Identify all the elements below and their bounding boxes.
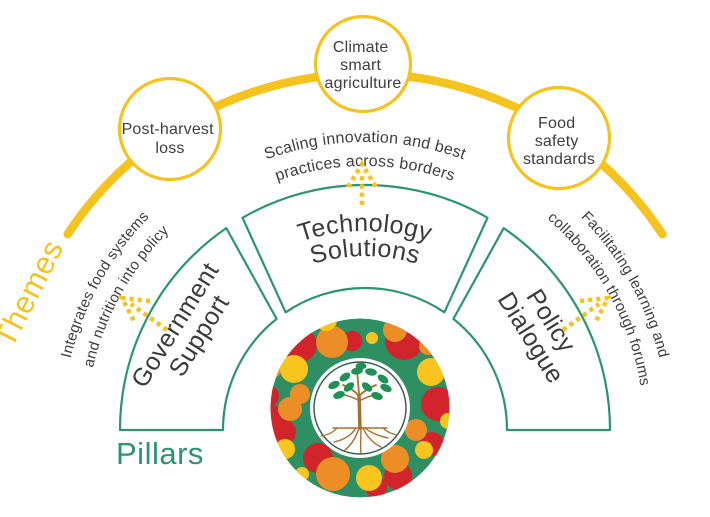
theme-circle-label: Food safety standards [523, 115, 595, 168]
logo-inner-ring [313, 361, 407, 455]
pillars-title: Pillars [116, 436, 204, 471]
dashed-arrow-right [561, 295, 612, 332]
themes-title: Themes [0, 234, 70, 352]
dashed-arrow-left [118, 295, 169, 332]
theme-circle-label: Climate smart agriculture [325, 39, 402, 92]
pillar-segment-policy-dialogue [452, 227, 612, 432]
theme-circle-food-safety-standards: Food safety standards [506, 85, 612, 191]
theme-circle-outline [313, 14, 413, 114]
annotation-top-line2: practices across borders [273, 153, 457, 185]
arrowhead-icon [579, 295, 612, 325]
arrowhead-icon [346, 159, 378, 189]
theme-circle-climate-smart-agriculture: Climate smart agriculture [313, 14, 413, 114]
arrowhead-icon [118, 295, 151, 325]
theme-circle-outline [117, 76, 223, 182]
pillar-segment-technology-solutions [241, 183, 489, 314]
logo-tree-icon [320, 362, 398, 454]
dashed-arrow-top [346, 159, 378, 205]
pillar-segment-government-support [118, 227, 278, 432]
theme-circle-outline [506, 85, 612, 191]
org-logo [270, 318, 450, 498]
theme-circle-post-harvest-loss: Post-harvest loss [117, 76, 223, 182]
theme-circle-label: Post-harvest loss [122, 121, 219, 157]
